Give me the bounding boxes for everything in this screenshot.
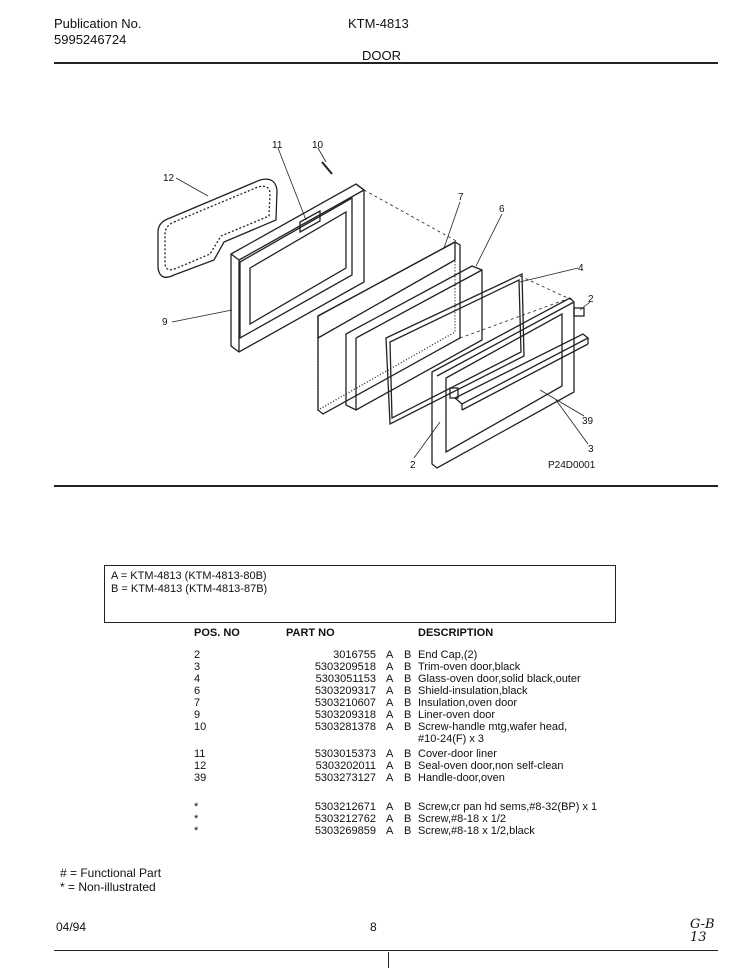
door-exploded-diagram: 11 10 12 7 6 4 2 9 39 3 2 P24D0001 <box>157 140 596 471</box>
footnote-functional: # = Functional Part <box>60 866 162 880</box>
door-liner-cover-part <box>299 209 321 234</box>
callout-6: 6 <box>499 204 505 215</box>
door-insulation-part <box>317 240 461 415</box>
binding-mark <box>388 952 389 968</box>
header-description: DESCRIPTION <box>418 627 494 639</box>
model-legend-box: A = KTM-4813 (KTM-4813-80B) B = KTM-4813… <box>104 565 616 623</box>
door-handle-part <box>449 333 590 411</box>
page-number: 8 <box>370 920 377 934</box>
legend-line-b: B = KTM-4813 (KTM-4813-87B) <box>111 583 268 595</box>
diagram-rule <box>54 485 718 487</box>
callout-3: 3 <box>588 444 594 455</box>
callout-10: 10 <box>312 140 324 151</box>
table-row: #10-24(F) x 3 <box>418 733 485 745</box>
handwritten-code: G-B 13 <box>690 917 715 945</box>
callout-9: 9 <box>162 317 168 328</box>
callout-2-lower: 2 <box>410 460 416 471</box>
door-glass-part <box>385 272 525 426</box>
footer-rule <box>54 950 718 951</box>
header-rule <box>54 62 718 64</box>
footer-date: 04/94 <box>56 920 87 934</box>
header-pos-no: POS. NO <box>194 627 240 639</box>
section-title: DOOR <box>362 48 401 63</box>
callout-4: 4 <box>578 263 584 274</box>
model-number: KTM-4813 <box>348 16 409 31</box>
door-liner-part <box>230 183 365 353</box>
legend-line-a: A = KTM-4813 (KTM-4813-80B) <box>111 570 267 582</box>
publication-label: Publication No. <box>54 16 142 31</box>
callout-12: 12 <box>163 173 175 184</box>
callout-39: 39 <box>582 416 594 427</box>
door-seal-part <box>157 178 278 278</box>
handle-screw-part <box>321 161 333 175</box>
header-part-no: PART NO <box>286 627 335 639</box>
insulation-shield-part <box>345 265 483 411</box>
publication-number: 5995246724 <box>54 32 127 47</box>
door-trim-part <box>431 297 575 469</box>
diagram-code: P24D0001 <box>548 460 596 471</box>
callout-11: 11 <box>272 140 283 151</box>
footnote-non-illustrated: * = Non-illustrated <box>60 880 156 894</box>
callout-2-upper: 2 <box>588 294 594 305</box>
callout-7: 7 <box>458 192 464 203</box>
end-cap-part <box>573 307 585 317</box>
